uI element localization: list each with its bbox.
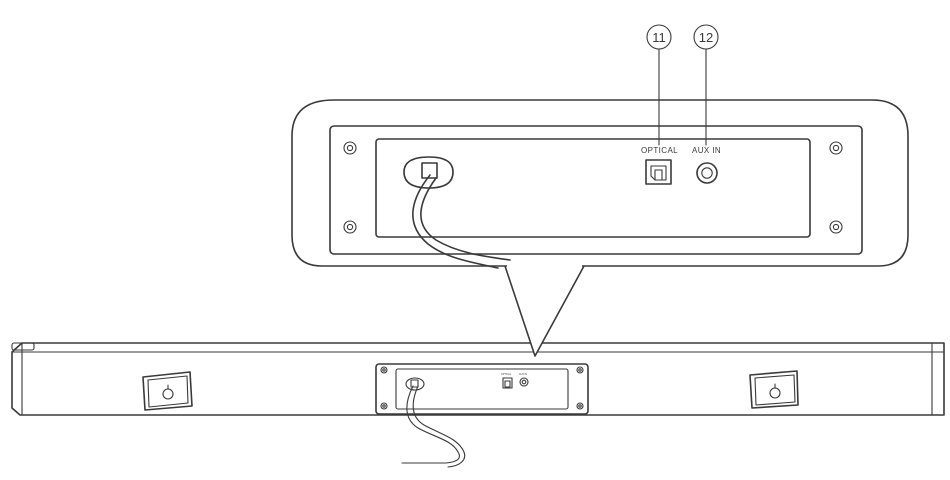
screw-icon <box>343 141 357 155</box>
keyhole-mount-icon <box>749 370 799 409</box>
optical-port-icon <box>645 159 672 185</box>
zoom-plate <box>329 125 863 255</box>
zoom-frame <box>291 99 909 267</box>
callout-number-11: 11 <box>652 30 666 45</box>
power-cable-small-a <box>401 385 461 464</box>
callout-11: 11 <box>646 24 672 146</box>
power-socket-icon <box>405 377 425 391</box>
soundbar-body <box>11 342 945 416</box>
power-cable-a <box>412 174 499 269</box>
screw-icon <box>343 220 357 234</box>
optical-label-small: OPTICAL <box>501 373 512 376</box>
callout-number-12: 12 <box>699 30 713 45</box>
keyhole-mount-icon <box>142 371 193 411</box>
aux-jack-icon: AUX IN <box>519 373 529 387</box>
callout-12: 12 <box>693 24 719 146</box>
rear-panel-small: OPTICAL AUX IN <box>375 363 589 468</box>
screw-icon <box>829 141 843 155</box>
zoom-recess <box>375 138 811 238</box>
soundbar-end-cap <box>11 342 35 351</box>
power-socket-icon <box>403 156 454 189</box>
screw-icon <box>829 220 843 234</box>
optical-label: OPTICAL <box>641 146 678 155</box>
aux-jack-icon <box>696 162 718 184</box>
zoom-panel: OPTICAL AUX IN <box>291 99 909 269</box>
power-cable-small-b <box>412 385 466 468</box>
optical-port-icon: OPTICAL <box>501 373 513 389</box>
aux-in-label: AUX IN <box>692 146 721 155</box>
power-cable-b <box>420 177 511 261</box>
aux-label-small: AUX IN <box>519 373 527 376</box>
zoom-pointer <box>504 265 585 357</box>
soundbar: OPTICAL AUX IN <box>11 342 945 468</box>
